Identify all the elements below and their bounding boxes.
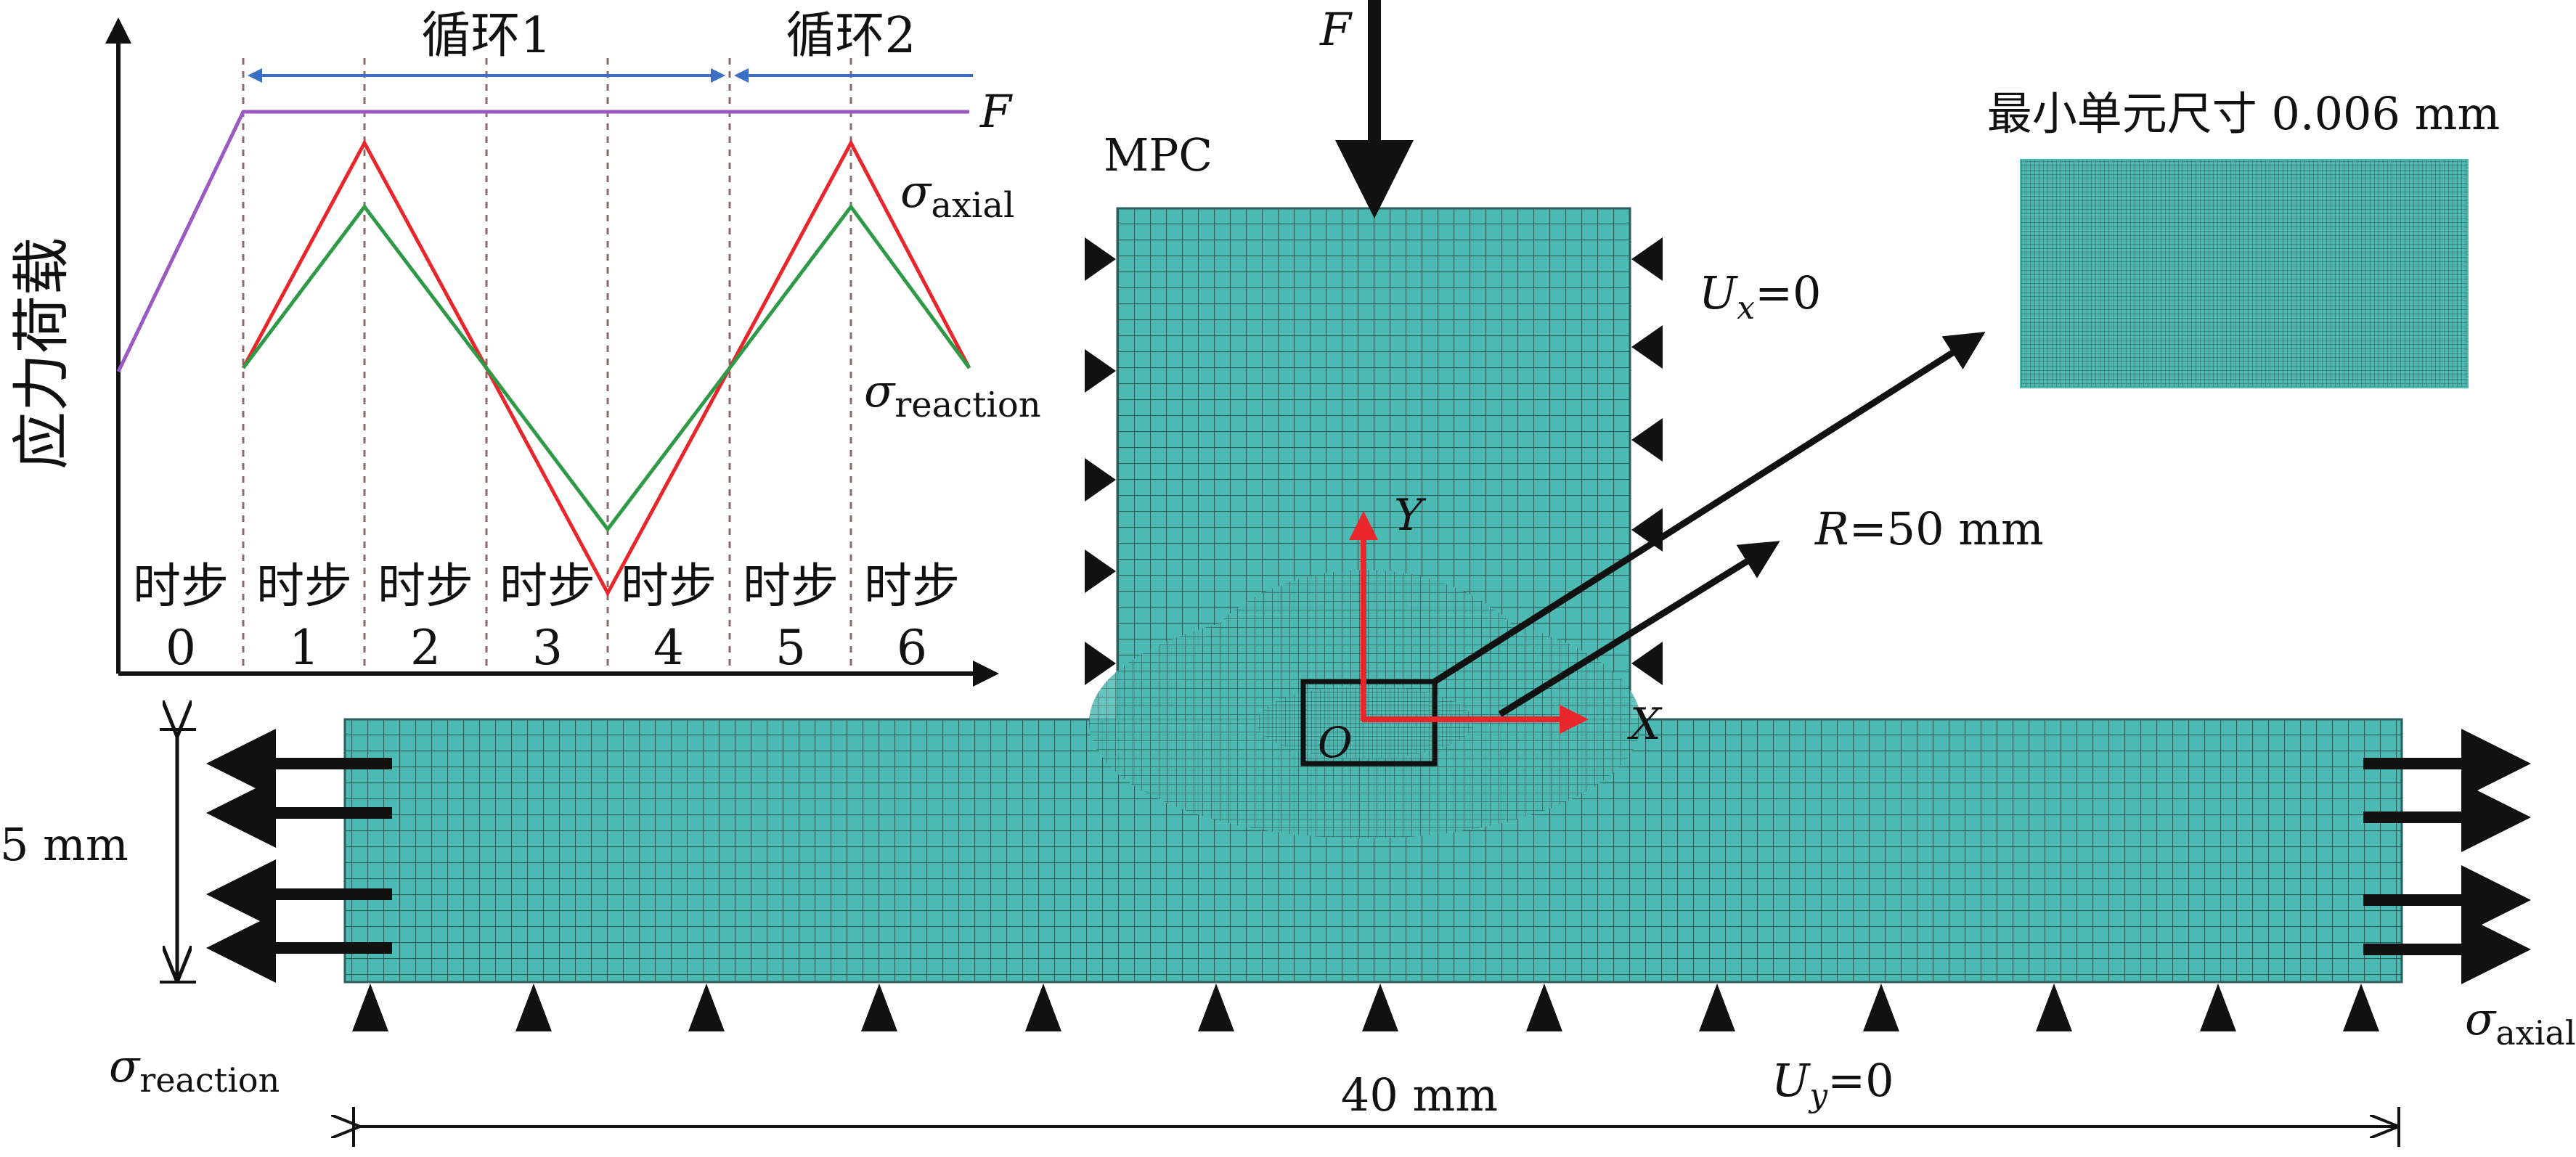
step-number-label: 0 xyxy=(166,620,196,676)
uy-constraint-triangle xyxy=(861,984,897,1031)
uy-constraint-triangle xyxy=(1699,984,1735,1031)
uy-constraint-triangle xyxy=(1362,984,1398,1031)
height-dimension-label: 5 mm xyxy=(0,818,129,871)
step-word-label: 时步 xyxy=(743,558,839,614)
step-word-label: 时步 xyxy=(256,558,352,614)
ux-constraint-triangle xyxy=(1631,418,1663,462)
force-label: F xyxy=(1319,3,1353,56)
cycle-2-label: 循环2 xyxy=(786,7,916,65)
axial-stress-curve xyxy=(241,139,971,597)
uy-constraint-triangle xyxy=(2036,984,2072,1031)
force-curve xyxy=(116,110,969,373)
uy-constraint-triangle xyxy=(1526,984,1562,1031)
load-history-chart: 应力荷载 循环1 循环2 F σaxial σreaction 时步0时步1时步… xyxy=(8,7,1041,687)
cycle-1-label: 循环1 xyxy=(421,7,551,65)
ux-constraint-triangle xyxy=(1631,325,1663,369)
sigma-reaction-label: σreaction xyxy=(109,1039,280,1100)
fine-mesh-inset xyxy=(2020,159,2469,388)
uy-constraint-triangle xyxy=(2200,984,2236,1031)
chart-y-label: 应力荷载 xyxy=(8,237,76,470)
side-constraints xyxy=(1085,237,1663,685)
reaction-stress-curve xyxy=(242,203,971,533)
step-number-label: 3 xyxy=(532,620,563,676)
uy-constraint-triangle xyxy=(352,984,388,1031)
ux-constraint-triangle xyxy=(1085,349,1116,393)
step-number-label: 6 xyxy=(897,620,927,676)
mpc-label: MPC xyxy=(1104,128,1212,181)
step-number-label: 4 xyxy=(653,620,684,676)
step-number-label: 5 xyxy=(775,620,806,676)
force-curve-label: F xyxy=(979,85,1013,138)
ux-constraint-triangle xyxy=(1631,237,1663,281)
step-word-label: 时步 xyxy=(378,558,473,614)
uy-constraint-triangle xyxy=(688,984,725,1031)
y-axis-label: Y xyxy=(1394,490,1427,541)
step-number-label: 2 xyxy=(410,620,441,676)
ux-constraint-triangle xyxy=(1631,642,1663,685)
reaction-curve-label: σreaction xyxy=(864,364,1041,425)
width-dimension-label: 40 mm xyxy=(1341,1068,1498,1121)
axial-load-arrows xyxy=(206,729,2531,984)
uy-constraint-triangle xyxy=(515,984,552,1031)
step-word-label: 时步 xyxy=(500,558,595,614)
uy-label: Uy=0 xyxy=(1772,1054,1894,1114)
axial-curve-label: σaxial xyxy=(900,165,1014,226)
step-labels: 时步 0 时步 1 时步 2 时步 3 时步 4 时步 5 时步 6 xyxy=(133,558,960,676)
ux-constraint-triangle xyxy=(1085,642,1116,685)
sigma-axial-label: σaxial xyxy=(2465,992,2576,1052)
radius-label: R=50 mm xyxy=(1814,502,2044,555)
step-number-label: 1 xyxy=(289,620,319,676)
origin-label: O xyxy=(1318,718,1353,767)
ux-constraint-triangle xyxy=(1085,458,1116,502)
uy-constraint-triangle xyxy=(1198,984,1234,1031)
min-element-size-label: 最小单元尺寸 0.006 mm xyxy=(1987,87,2500,140)
step-word-label: 时步 xyxy=(621,558,717,614)
uy-constraint-triangle xyxy=(2343,984,2379,1031)
ux-constraint-triangle xyxy=(1085,237,1116,281)
inset-leader-line xyxy=(1432,332,1986,684)
uy-constraint-triangle xyxy=(1863,984,1899,1031)
step-word-label: 时步 xyxy=(864,558,960,614)
contact-zone-box xyxy=(1300,679,1438,766)
ux-constraint-triangle xyxy=(1085,549,1116,593)
bottom-constraints xyxy=(352,984,2379,1031)
step-word-label: 时步 xyxy=(133,558,229,614)
x-axis-label: X xyxy=(1627,699,1663,750)
radius-leader-line xyxy=(1498,541,1780,717)
uy-constraint-triangle xyxy=(1025,984,1061,1031)
ux-label: Ux=0 xyxy=(1699,266,1822,327)
